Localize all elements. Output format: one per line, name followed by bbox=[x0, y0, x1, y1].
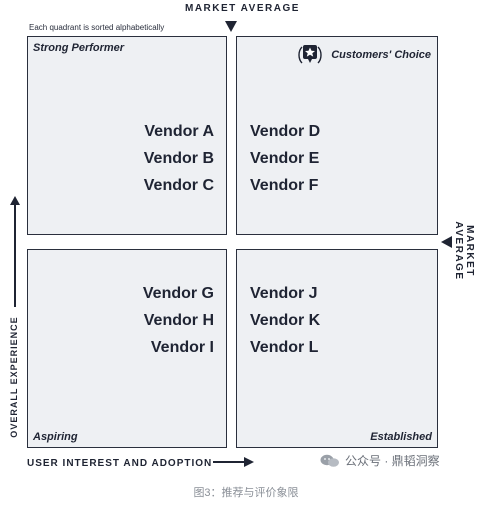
watermark: 公众号 · 鼎韬洞察 bbox=[320, 452, 440, 469]
vendor-list: Vendor D Vendor E Vendor F bbox=[250, 118, 320, 199]
y-axis-label: OVERALL EXPERIENCE bbox=[9, 316, 19, 438]
market-average-top-marker bbox=[225, 21, 237, 32]
quadrant-label: Strong Performer bbox=[33, 42, 125, 54]
market-average-top-label: MARKET AVERAGE bbox=[185, 3, 300, 14]
quadrant-established: Established Vendor J Vendor K Vendor L bbox=[236, 249, 438, 448]
vendor-list: Vendor A Vendor B Vendor C bbox=[144, 118, 214, 199]
quadrant-customers-choice: Customers' Choice Vendor D Vendor E Vend… bbox=[236, 36, 438, 235]
vendor-item: Vendor J bbox=[250, 285, 318, 302]
vendor-item: Vendor B bbox=[143, 150, 214, 167]
market-average-right-label: MARKET AVERAGE bbox=[453, 221, 475, 281]
y-axis-arrow-icon bbox=[10, 196, 20, 307]
quadrant-label: Established bbox=[370, 431, 432, 443]
sorting-note: Each quadrant is sorted alphabetically bbox=[29, 23, 165, 32]
vendor-item: Vendor K bbox=[250, 312, 321, 329]
vendor-item: Vendor L bbox=[250, 339, 319, 356]
quadrant-label: Aspiring bbox=[33, 431, 78, 443]
star-badge-icon bbox=[298, 45, 322, 64]
vendor-item: Vendor G bbox=[142, 285, 214, 302]
market-average-right-marker bbox=[441, 236, 452, 248]
quadrant-label: Customers' Choice bbox=[331, 49, 431, 61]
x-axis-label: USER INTEREST AND ADOPTION bbox=[27, 458, 213, 469]
vendor-item: Vendor E bbox=[250, 150, 320, 167]
vendor-item: Vendor D bbox=[250, 123, 321, 140]
quadrant-strong-performer: Strong Performer Vendor A Vendor B Vendo… bbox=[27, 36, 227, 235]
quadrant-aspiring: Aspiring Vendor G Vendor H Vendor I bbox=[27, 249, 227, 448]
vendor-item: Vendor I bbox=[150, 339, 214, 356]
vendor-item: Vendor H bbox=[143, 312, 214, 329]
vendor-item: Vendor A bbox=[144, 123, 214, 140]
vendor-item: Vendor F bbox=[250, 177, 319, 194]
figure-caption: 图3：推荐与评价象限 bbox=[193, 487, 299, 499]
wechat-icon bbox=[320, 454, 339, 467]
vendor-list: Vendor J Vendor K Vendor L bbox=[250, 280, 320, 361]
x-axis-arrow-icon bbox=[213, 457, 254, 467]
vendor-list: Vendor G Vendor H Vendor I bbox=[143, 280, 214, 361]
watermark-text: 公众号 · 鼎韬洞察 bbox=[345, 454, 440, 468]
vendor-item: Vendor C bbox=[143, 177, 214, 194]
